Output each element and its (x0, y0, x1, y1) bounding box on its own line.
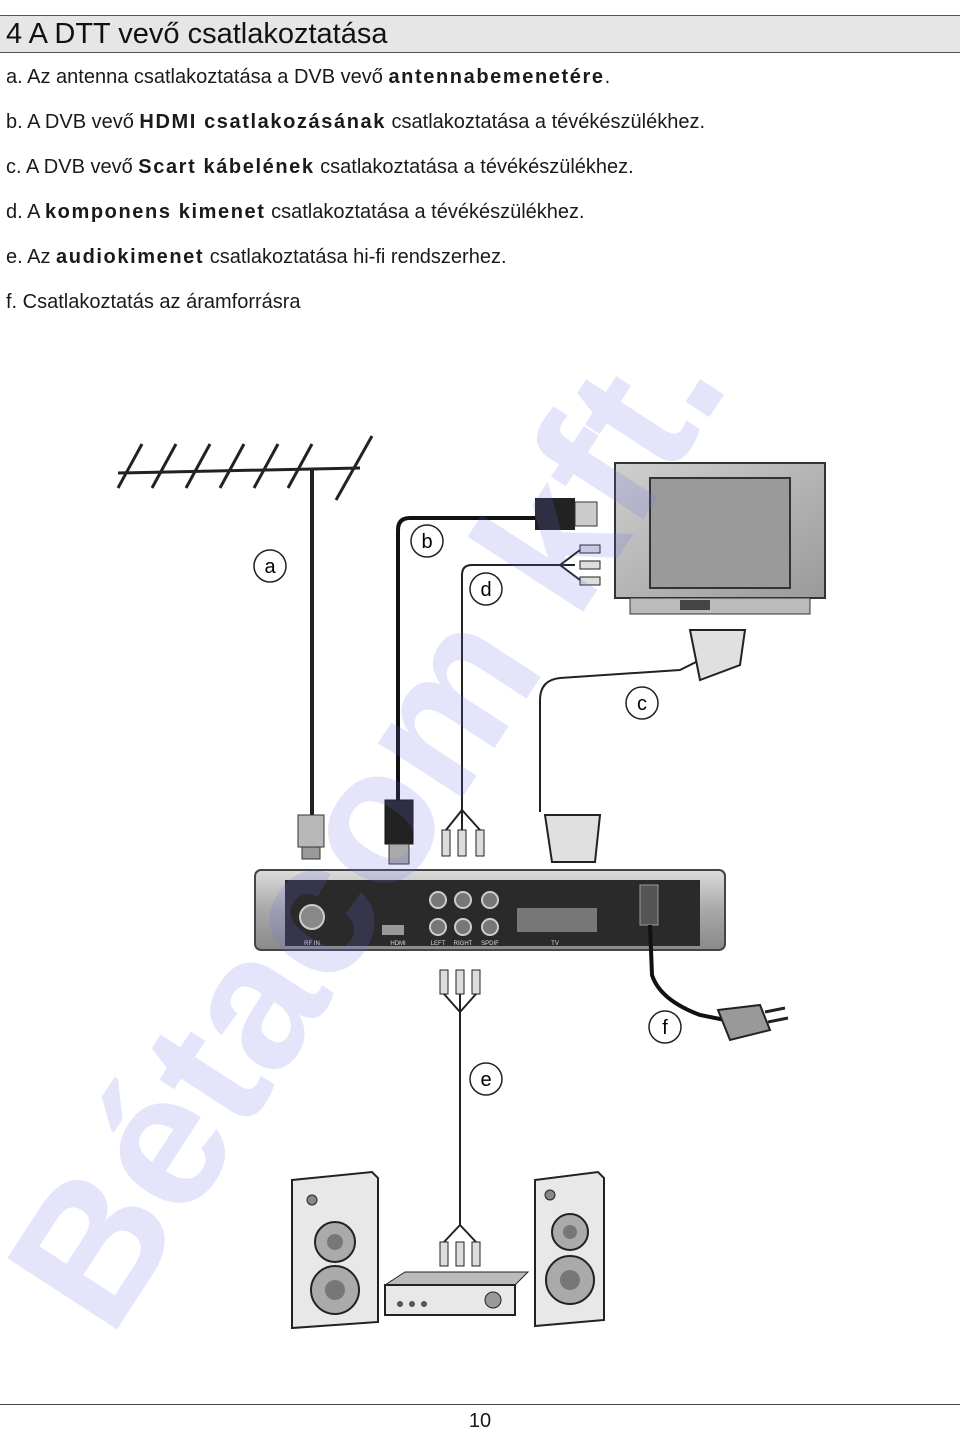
rf-plug-icon (297, 814, 325, 860)
antenna-icon (116, 435, 374, 815)
instruction-d: d. A komponens kimenet csatlakoztatása a… (6, 198, 705, 243)
label-d: d (469, 572, 503, 606)
instruction-text: b. A DVB vevő (6, 111, 140, 133)
instruction-a: a. Az antenna csatlakoztatása a DVB vevő… (6, 63, 705, 108)
instruction-b: b. A DVB vevő HDMI csatlakozásának csatl… (6, 108, 705, 153)
svg-text:e: e (480, 1069, 491, 1091)
instruction-text: d. A (6, 201, 45, 223)
label-a: a (253, 549, 287, 583)
dvb-receiver: RF IN HDMI LEFT RIGHT SPDIF TV (254, 869, 726, 951)
audio-cable (439, 969, 481, 1267)
label-b: b (410, 524, 444, 558)
instruction-keyword: HDMI csatlakozásának (139, 111, 386, 133)
label-c: c (625, 686, 659, 720)
svg-text:c: c (637, 693, 647, 715)
scart-port-icon (517, 908, 597, 932)
instruction-text: e. Az (6, 246, 57, 268)
power-cable (648, 924, 789, 1042)
instruction-keyword: komponens kimenet (44, 201, 266, 223)
power-socket-icon (639, 884, 659, 926)
instruction-keyword: antennabemenetére (388, 66, 605, 88)
port-label-hdmi: HDMI (390, 941, 406, 947)
hdmi-port-icon (382, 925, 404, 935)
svg-text:f: f (662, 1017, 668, 1039)
instruction-list: a. Az antenna csatlakoztatása a DVB vevő… (6, 63, 705, 333)
instruction-keyword: audiokimenet (56, 246, 205, 268)
instruction-c: c. A DVB vevő Scart kábelének csatlakozt… (6, 153, 705, 198)
hifi-amplifier-icon (383, 1271, 530, 1316)
right-speaker-icon (534, 1170, 605, 1328)
left-speaker-icon (291, 1170, 379, 1330)
hdmi-cable (384, 498, 598, 865)
instruction-text: a. Az antenna csatlakoztatása a DVB vevő (6, 66, 389, 88)
scart-cable (539, 629, 747, 863)
label-e: e (469, 1062, 503, 1096)
instruction-text: csatlakoztatása a tévékészülékhez. (385, 111, 706, 133)
svg-text:b: b (421, 531, 432, 553)
footer-divider (0, 1404, 960, 1405)
tv-icon (614, 462, 826, 615)
instruction-text: csatlakoztatása a tévékészülékhez. (265, 201, 585, 223)
port-label-rf-in: RF IN (304, 941, 320, 947)
instruction-text: csatlakoztatása hi-fi rendszerhez. (204, 246, 507, 268)
instruction-e: e. Az audiokimenet csatlakoztatása hi-fi… (6, 243, 705, 288)
page-number: 10 (468, 1410, 492, 1432)
svg-text:d: d (480, 579, 491, 601)
label-f: f (648, 1010, 682, 1044)
instruction-f: f. Csatlakoztatás az áramforrásra (6, 288, 705, 333)
svg-text:a: a (264, 556, 276, 578)
section-header: 4 A DTT vevő csatlakoztatása (0, 15, 960, 53)
instruction-text: csatlakoztatása a tévékészülékhez. (314, 156, 634, 178)
instruction-keyword: Scart kábelének (138, 156, 315, 178)
section-title: 4 A DTT vevő csatlakoztatása (6, 18, 388, 50)
port-label-spdif: SPDIF (481, 941, 499, 947)
port-label-right: RIGHT (454, 941, 473, 947)
port-label-tv: TV (551, 941, 559, 947)
rf-in-port-icon (299, 904, 325, 930)
port-label-left: LEFT (431, 941, 446, 947)
component-cable (441, 544, 601, 857)
audio-ports-icon (429, 891, 499, 936)
instruction-text: c. A DVB vevő (6, 156, 139, 178)
instruction-text: . (604, 66, 611, 88)
instruction-text: f. Csatlakoztatás az áramforrásra (6, 291, 301, 313)
